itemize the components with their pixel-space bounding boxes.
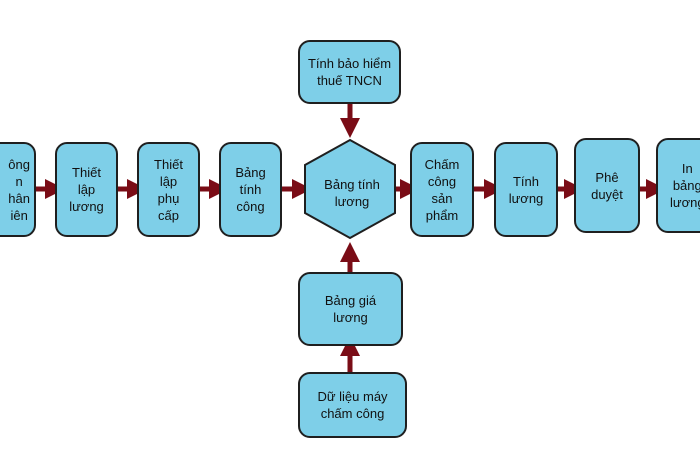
node-label: Tính bảo hiểm thuế TNCN [307,56,392,88]
node-cham-cong-san-pham: Chấm công sản phẩm [410,142,474,237]
node-in-bang-luong: In bảng lương [656,138,700,233]
node-tinh-luong: Tính lương [494,142,558,237]
node-label: In bảng lương [670,161,700,210]
node-thiet-lap-phu-cap: Thiết lập phụ cấp [137,142,200,237]
node-bang-tinh-cong: Bảng tính công [219,142,282,237]
node-cham-cong-nhan-vien: ông n hân iên [0,142,36,237]
node-label: Bảng giá lương [324,293,377,325]
node-du-lieu-may-cham-cong: Dữ liệu máy chấm công [298,372,407,438]
node-label: Bảng tính công [235,165,266,214]
node-thiet-lap-luong: Thiết lập lương [55,142,118,237]
node-label: Thiết lập phụ cấp [154,156,183,223]
hexagon-label: Bảng tính lương [324,177,380,209]
node-phe-duyet: Phê duyệt [574,138,640,233]
hexagon-bang-tinh-luong [304,138,396,240]
node-label: Thiết lập lương [69,165,104,214]
node-label: ông n hân iên [8,156,30,223]
node-label: Tính lương [508,173,544,206]
node-label: Dữ liệu máy chấm công [317,389,388,421]
node-tinh-bao-hiem: Tính bảo hiểm thuế TNCN [298,40,401,104]
node-label: Chấm công sản phẩm [424,156,460,223]
node-label: Phê duyệt [591,169,623,202]
node-bang-gia-luong: Bảng giá lương [298,272,403,346]
